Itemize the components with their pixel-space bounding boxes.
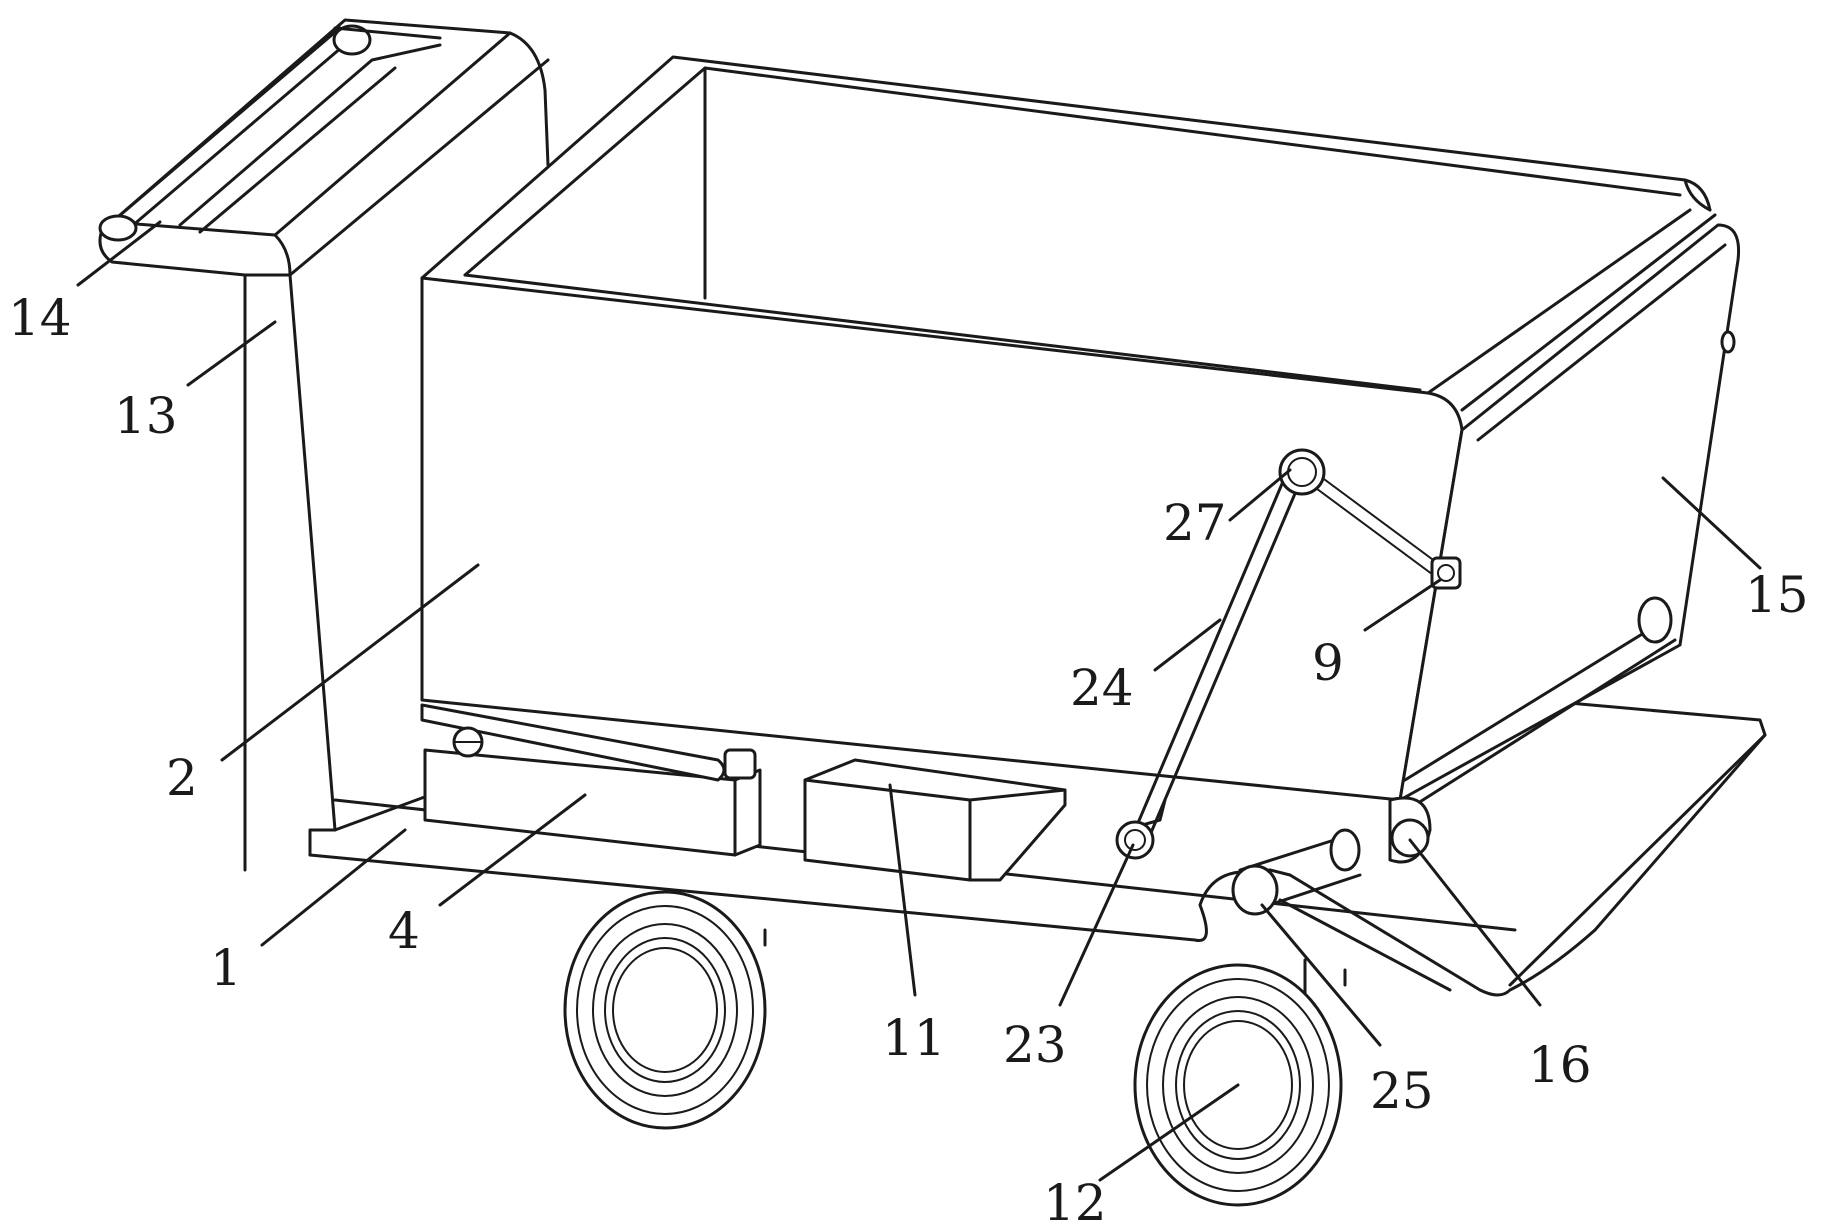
leader-11	[888, 783, 917, 997]
leader-2	[220, 563, 480, 762]
callout-11: 11	[882, 1009, 946, 1067]
leader-4	[438, 793, 587, 907]
leader-24	[1153, 618, 1222, 672]
callout-16: 16	[1528, 1036, 1592, 1094]
axle-shaft	[1231, 828, 1362, 916]
front-wheel	[1133, 958, 1347, 1207]
callout-2: 2	[166, 749, 198, 807]
leader-12	[1098, 1083, 1240, 1182]
tailgate-door	[1398, 213, 1741, 807]
leader-16	[1408, 838, 1542, 1007]
callout-4: 4	[388, 902, 420, 960]
push-rod	[1133, 463, 1441, 837]
callout-12: 12	[1043, 1174, 1107, 1231]
leader-13	[186, 320, 277, 387]
callout-1: 1	[210, 939, 242, 997]
leader-14	[76, 220, 162, 287]
lower-pulley	[1115, 798, 1167, 860]
rear-wheel	[563, 890, 767, 1130]
leader-23	[1058, 843, 1135, 1007]
callout-14: 14	[8, 289, 72, 347]
callout-24: 24	[1070, 659, 1134, 717]
leader-9	[1363, 578, 1442, 632]
callout-23: 23	[1003, 1016, 1067, 1074]
tailgate-hinge	[1388, 796, 1432, 864]
leader-lines	[76, 220, 1762, 1182]
handle-grip	[98, 24, 442, 242]
leader-15	[1661, 476, 1762, 570]
callout-9: 9	[1312, 634, 1344, 692]
callout-25: 25	[1370, 1062, 1434, 1120]
callout-27: 27	[1163, 494, 1227, 552]
leader-27	[1228, 468, 1292, 522]
leader-25	[1260, 903, 1382, 1047]
motor-box	[420, 703, 762, 857]
callout-13: 13	[114, 387, 178, 445]
control-box	[803, 758, 1067, 882]
callout-15: 15	[1745, 566, 1809, 624]
callout-labels: 14 13 2 1 4 11 23 24 27 9 15 16 25 12	[8, 289, 1809, 1231]
leader-1	[260, 828, 407, 947]
